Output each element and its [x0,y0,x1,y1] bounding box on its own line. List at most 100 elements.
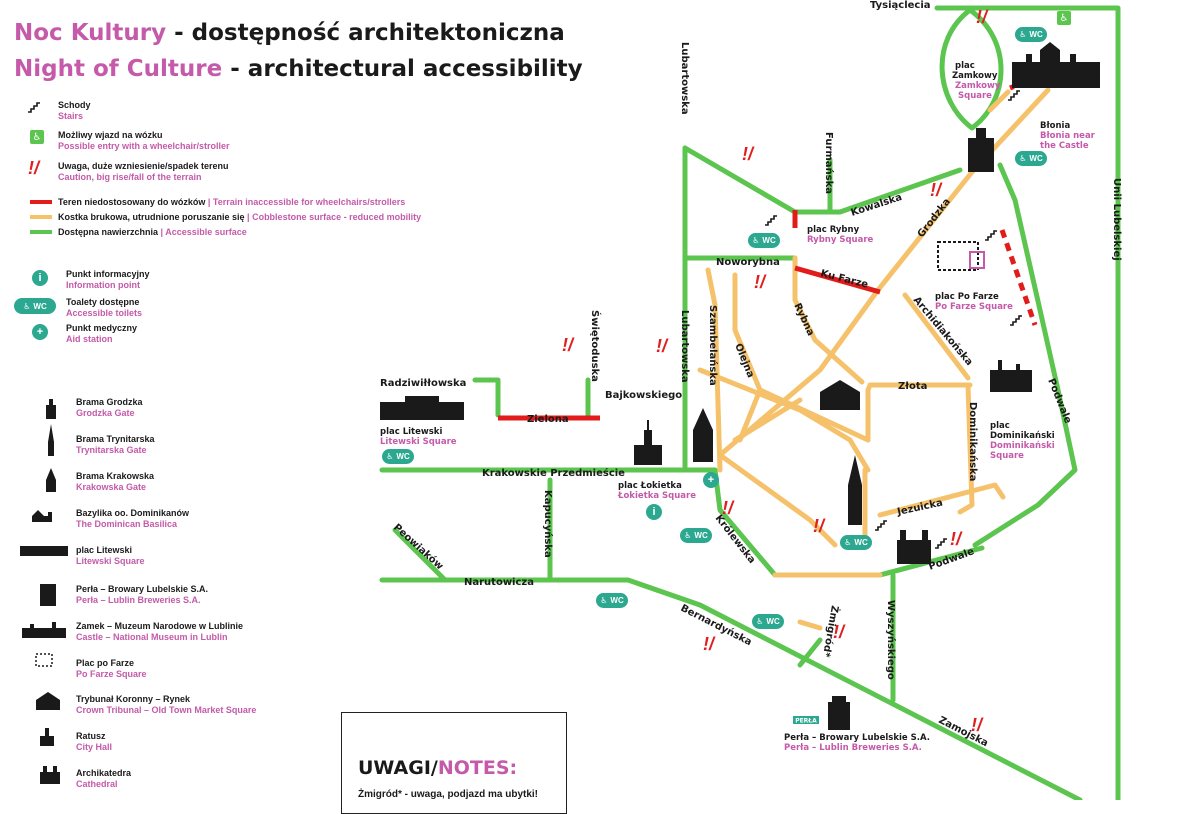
place-dominikanski-en2: Square [990,451,1024,461]
legend-dominican-icon [32,510,52,522]
legend-stairs-pl: Schody [58,100,91,110]
legend-green-line [30,230,52,234]
title-pl-rest: - dostępność architektoniczna [166,20,565,46]
label-unii-lubelskiej: Unii Lubelskiej [1111,178,1122,261]
caution-icon: ! [703,634,712,655]
dominican-basilica-icon [990,360,1032,392]
po-farze-icon [937,241,979,271]
legend-landmark-pl: Trybunał Koronny – Rynek [76,694,191,704]
caution-icon: ! [950,529,959,550]
legend-landmark-pl: Archikatedra [76,768,132,778]
aid-station-krakowska: + [703,472,719,488]
wc-wheelchair-icon: ♿ [600,596,608,605]
wc-wheelchair-icon: ♿ [1019,154,1027,163]
label-krolewska: Królewska [713,512,758,565]
label-krakowskie-przedmiescie: Krakowskie Przedmieście [482,467,625,479]
label-zlota: Złota [898,381,927,392]
notes-title: UWAGI/NOTES: [358,757,517,779]
legend-yellow-line [30,215,52,219]
place-rybny-en: Rybny Square [807,235,874,245]
legend-cobblestone-pl: Kostka brukowa, utrudnione poruszanie si… [58,212,245,222]
place-litewski-pl: plac Litewski [380,427,442,437]
title-polish: Noc Kultury - dostępność architektoniczn… [14,20,565,46]
trynitarska-gate-icon [848,455,862,525]
legend-landmark-pl: Perła – Browary Lubelskie S.A. [76,584,209,594]
place-po-farze-pl: plac Po Farze [935,292,999,302]
stairs-icon [985,230,997,241]
wc-label: WC [694,531,708,540]
info-icon: i [32,270,48,286]
label-rybna: Rybna [791,302,816,338]
info-point-lokietka: i [646,504,662,520]
street-dominikanska [957,382,975,515]
legend-caution-en: Caution, big rise/fall of the terrain [58,172,202,182]
street-cross-a [697,367,871,473]
label-narutowicza: Narutowicza [464,577,534,588]
street-zmigrod-green [797,637,823,668]
legend-landmark-pl: Plac po Farze [76,658,135,668]
inaccessible-streets [498,77,1038,421]
place-dominikanski-pl2: Dominikański [990,431,1055,441]
street-szambelanska [705,267,723,473]
legend-cathedral-icon [40,766,60,784]
title-english: Night of Culture - architectural accessi… [14,56,583,82]
street-ku-farze-red [794,265,881,295]
place-blonia-en2: the Castle [1040,141,1089,151]
perla-icon [828,696,850,730]
street-zamkowy-loop [939,7,1004,131]
legend-grodzka-gate-icon [46,399,56,419]
legend-stairs-en: Stairs [58,111,84,121]
legend-landmark-en: Po Farze Square [76,669,147,679]
label-wyszynskiego: Wyszyńskiego [885,600,897,680]
legend-stairs: Schody Stairs [58,100,91,122]
place-zamkowy-pl1: plac [955,61,975,71]
legend-aid-pl: Punkt medyczny [66,323,138,333]
landmarks [380,42,1100,730]
legend-wc-badge: ♿WC [14,298,56,314]
legend-landmark-en: Perła – Lublin Breweries S.A. [76,595,201,605]
label-bajkowskiego: Bajkowskiego [605,390,682,401]
label-radziwillowska: Radziwiłłowska [380,378,466,389]
street-rybna [792,255,865,385]
wc-wheelchair-icon: ♿ [844,538,852,547]
caution-icon: ! [833,622,842,643]
label-kowalska: Kowalska [850,192,904,219]
label-dominikanska: Dominikańska [967,402,979,481]
legend-wc-wheelchair-icon: ♿ [23,301,31,311]
title-pl-highlight: Noc Kultury [14,20,167,46]
label-grodzka: Grodzka [916,197,953,240]
label-lubartowska-north: Lubartowska [679,42,690,115]
caution-icon: ! [813,516,822,537]
label-jezuicka: Jezuicka [895,498,943,519]
label-tysiaclecia: Tysiąclecia [870,0,931,11]
label-podwale-east: Podwale [1045,377,1073,425]
legend-litewski-icon [20,546,68,556]
caution-icon: ! [28,158,37,179]
wheelchair-entry-castle: ♿ [1057,11,1071,25]
legend-landmark-en: City Hall [76,742,113,752]
place-labels: plac Zamkowy Zamkowy Square Błonia Błoni… [380,61,1096,753]
legend-city-hall-icon [40,728,54,746]
street-kowalska [682,145,963,215]
perla-badge-text: PERŁA [795,718,817,725]
legend-castle-icon [22,622,66,638]
wc-badge-krolewska: ♿WC [680,528,712,543]
wc-label: WC [854,538,868,547]
legend-inaccessible-pl: Teren niedostosowany do wózków [58,197,206,207]
wc-badge-blonia: ♿WC [1015,151,1047,166]
street-jezuicka-w [717,452,838,548]
legend-accessible-pl: Dostępna nawierzchnia [58,227,159,237]
street-cross-c [737,387,763,443]
wc-label: WC [1029,30,1043,39]
legend-landmark-en: Litewski Square [76,556,145,566]
wc-wheelchair-icon: ♿ [1019,30,1027,39]
label-szambelanska: Szambelańska [707,305,719,386]
place-dominikanski-pl1: plac [990,421,1010,431]
legend-info: Punkt informacyjny Information point [66,269,150,291]
caution-icon: ! [562,335,571,356]
caution-icon: ! [976,7,985,28]
